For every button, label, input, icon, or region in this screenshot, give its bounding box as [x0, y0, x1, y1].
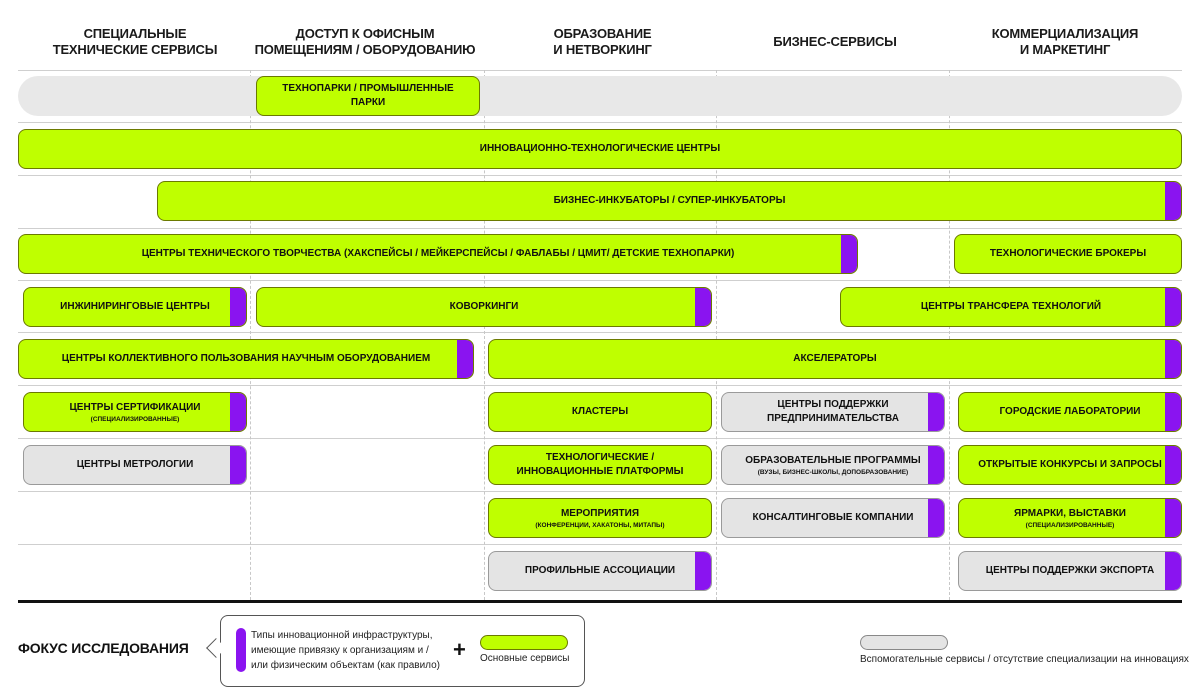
- physical-marker: [230, 288, 246, 326]
- column-header-office-access: ДОСТУП К ОФИСНЫМ ПОМЕЩЕНИЯМ / ОБОРУДОВАН…: [254, 26, 476, 57]
- plus-icon: +: [453, 637, 466, 662]
- tech-creativity-pill: ЦЕНТРЫ ТЕХНИЧЕСКОГО ТВОРЧЕСТВА (ХАКСПЕЙС…: [18, 234, 858, 274]
- accelerators-pill: АКСЕЛЕРАТОРЫ: [488, 339, 1182, 379]
- grid-line: [18, 385, 1182, 386]
- associations-pill: ПРОФИЛЬНЫЕ АССОЦИАЦИИ: [488, 551, 712, 591]
- technoparks-pill: ТЕХНОПАРКИ / ПРОМЫШЛЕННЫЕ ПАРКИ: [256, 76, 480, 116]
- grid-line: [18, 491, 1182, 492]
- grid-line: [18, 175, 1182, 176]
- legend-auxiliary-text: Вспомогательные сервисы / отсутствие спе…: [860, 654, 1189, 665]
- column-divider: [484, 70, 485, 600]
- tech-transfer-pill: ЦЕНТРЫ ТРАНСФЕРА ТЕХНОЛОГИЙ: [840, 287, 1182, 327]
- grid-line: [18, 228, 1182, 229]
- grid-line: [18, 332, 1182, 333]
- legend-physical-swatch: [236, 628, 246, 672]
- bottom-divider: [18, 600, 1182, 603]
- shared-equipment-pill: ЦЕНТРЫ КОЛЛЕКТИВНОГО ПОЛЬЗОВАНИЯ НАУЧНЫМ…: [18, 339, 474, 379]
- export-pill: ЦЕНТРЫ ПОДДЕРЖКИ ЭКСПОРТА: [958, 551, 1182, 591]
- column-header-commercialization: КОММЕРЦИАЛИЗАЦИЯ И МАРКЕТИНГ: [991, 26, 1139, 57]
- empty-row-background: [18, 76, 1182, 116]
- legend-title: ФОКУС ИССЛЕДОВАНИЯ: [18, 640, 189, 656]
- physical-marker: [928, 393, 944, 431]
- city-labs-pill: ГОРОДСКИЕ ЛАБОРАТОРИИ: [958, 392, 1182, 432]
- consulting-pill: КОНСАЛТИНГОВЫЕ КОМПАНИИ: [721, 498, 945, 538]
- grid-line: [18, 438, 1182, 439]
- edu-programs-pill: ОБРАЗОВАТЕЛЬНЫЕ ПРОГРАММЫ(ВУЗЫ, БИЗНЕС-Ш…: [721, 445, 945, 485]
- legend-main-text: Основные сервисы: [480, 653, 570, 664]
- physical-marker: [230, 393, 246, 431]
- events-pill: МЕРОПРИЯТИЯ(КОНФЕРЕНЦИИ, ХАКАТОНЫ, МИТАП…: [488, 498, 712, 538]
- column-header-education: ОБРАЗОВАНИЕ И НЕТВОРКИНГ: [553, 26, 652, 57]
- physical-marker: [1165, 446, 1181, 484]
- legend-main-swatch: [480, 635, 568, 650]
- clusters-pill: КЛАСТЕРЫ: [488, 392, 712, 432]
- physical-marker: [695, 288, 711, 326]
- physical-marker: [230, 446, 246, 484]
- grid-line: [18, 544, 1182, 545]
- tech-brokers-pill: ТЕХНОЛОГИЧЕСКИЕ БРОКЕРЫ: [954, 234, 1182, 274]
- open-contests-pill: ОТКРЫТЫЕ КОНКУРСЫ И ЗАПРОСЫ: [958, 445, 1182, 485]
- platforms-pill: ТЕХНОЛОГИЧЕСКИЕ / ИННОВАЦИОННЫЕ ПЛАТФОРМ…: [488, 445, 712, 485]
- certification-pill: ЦЕНТРЫ СЕРТИФИКАЦИИ(СПЕЦИАЛИЗИРОВАННЫЕ): [23, 392, 247, 432]
- physical-marker: [1165, 499, 1181, 537]
- physical-marker: [1165, 340, 1181, 378]
- legend-box: [220, 615, 585, 687]
- physical-marker: [928, 499, 944, 537]
- column-divider: [949, 70, 950, 600]
- physical-marker: [1165, 393, 1181, 431]
- legend-physical-text: Типы инновационной инфраструктуры, имеющ…: [251, 630, 441, 671]
- grid-line: [18, 70, 1182, 71]
- column-divider: [716, 70, 717, 600]
- physical-marker: [695, 552, 711, 590]
- fairs-pill: ЯРМАРКИ, ВЫСТАВКИ(СПЕЦИАЛИЗИРОВАННЫЕ): [958, 498, 1182, 538]
- itc-pill: ИННОВАЦИОННО-ТЕХНОЛОГИЧЕСКИЕ ЦЕНТРЫ: [18, 129, 1182, 169]
- entrepreneurship-pill: ЦЕНТРЫ ПОДДЕРЖКИ ПРЕДПРИНИМАТЕЛЬСТВА: [721, 392, 945, 432]
- physical-marker: [841, 235, 857, 273]
- column-header-technical: СПЕЦИАЛЬНЫЕ ТЕХНИЧЕСКИЕ СЕРВИСЫ: [52, 26, 218, 57]
- physical-marker: [457, 340, 473, 378]
- engineering-pill: ИНЖИНИРИНГОВЫЕ ЦЕНТРЫ: [23, 287, 247, 327]
- physical-marker: [928, 446, 944, 484]
- grid-line: [18, 122, 1182, 123]
- legend-auxiliary-swatch: [860, 635, 948, 650]
- column-header-business: БИЗНЕС-СЕРВИСЫ: [773, 34, 897, 49]
- physical-marker: [1165, 182, 1181, 220]
- column-divider: [250, 70, 251, 600]
- coworking-pill: КОВОРКИНГИ: [256, 287, 712, 327]
- physical-marker: [1165, 288, 1181, 326]
- incubators-pill: БИЗНЕС-ИНКУБАТОРЫ / СУПЕР-ИНКУБАТОРЫ: [157, 181, 1182, 221]
- physical-marker: [1165, 552, 1181, 590]
- metrology-pill: ЦЕНТРЫ МЕТРОЛОГИИ: [23, 445, 247, 485]
- grid-line: [18, 280, 1182, 281]
